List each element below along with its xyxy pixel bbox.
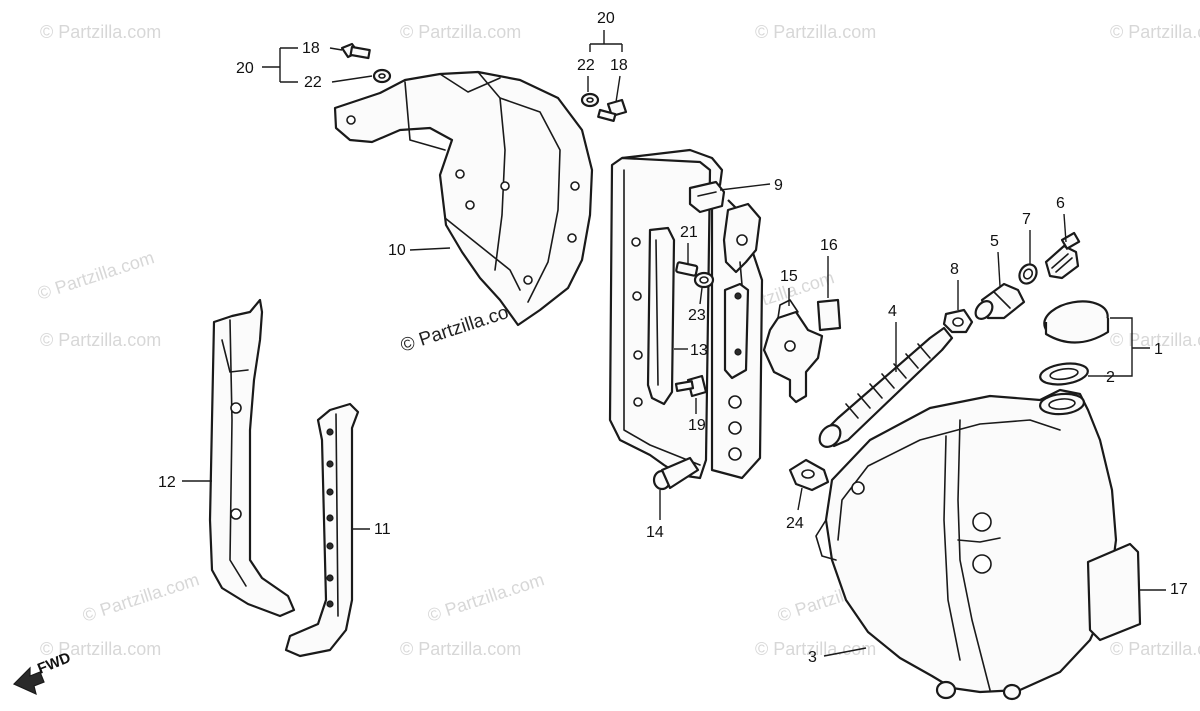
- part-9-clip: [688, 180, 726, 214]
- callout-13: 13: [690, 342, 708, 359]
- part-7-oring: [1018, 263, 1038, 285]
- watermark: © Partzilla.com: [755, 639, 876, 659]
- callout-3: 3: [808, 649, 817, 666]
- watermark: © Partzilla.com: [35, 247, 157, 304]
- part-16-gasket: [816, 298, 842, 332]
- part-2-gasket: [1039, 362, 1089, 386]
- part-10-cover: [333, 70, 594, 327]
- watermark: © Partzilla.com: [40, 22, 161, 42]
- callout-23: 23: [688, 307, 706, 324]
- callout-8: 8: [950, 261, 959, 278]
- callout-17: 17: [1170, 581, 1188, 598]
- bolt-18-left: [340, 42, 371, 60]
- part-1-cap: [1043, 300, 1110, 344]
- callout-1: 1: [1154, 341, 1163, 358]
- washer-22-top: [580, 92, 600, 108]
- bolt-18-top: [597, 98, 628, 123]
- watermark: © Partzilla.com: [1110, 639, 1200, 659]
- part-8-clip: [942, 308, 974, 334]
- callout-20: 20: [236, 60, 254, 77]
- part-13-bracket: [608, 148, 764, 491]
- callout-20: 20: [597, 10, 615, 27]
- callout-10: 10: [388, 242, 406, 259]
- callout-22: 22: [304, 74, 322, 91]
- callout-2: 2: [1106, 369, 1115, 386]
- part-4-hose: [818, 326, 954, 448]
- callout-9: 9: [774, 177, 783, 194]
- part-11-strap: [284, 402, 360, 658]
- callout-layer: 20 18 22 20 22 18 10 9 21 23 13 19 14 15: [158, 10, 1188, 666]
- callout-4: 4: [888, 303, 897, 320]
- watermark: © Partzilla.com: [400, 639, 521, 659]
- callout-7: 7: [1022, 211, 1031, 228]
- part-24-clamp: [788, 458, 830, 492]
- part-5-fitting: [974, 282, 1026, 320]
- bolt-21: [675, 261, 699, 277]
- callout-12: 12: [158, 474, 176, 491]
- callout-11: 11: [374, 521, 391, 538]
- valve-assembly: [722, 202, 762, 286]
- part-6-plug: [1044, 231, 1081, 280]
- callout-18: 18: [610, 57, 628, 74]
- watermark: © Partzilla.com: [40, 330, 161, 350]
- callout-24: 24: [786, 515, 804, 532]
- watermark: © Partzilla.com: [1110, 22, 1200, 42]
- callout-16: 16: [820, 237, 838, 254]
- watermark: © Partzilla.com: [80, 569, 202, 626]
- bolt-19: [674, 374, 708, 398]
- callout-19: 19: [688, 417, 706, 434]
- watermark: © Partzilla.com: [400, 22, 521, 42]
- callout-18: 18: [302, 40, 320, 57]
- callout-5: 5: [990, 233, 999, 250]
- watermark: © Partzilla.com: [40, 639, 161, 659]
- nut-23: [693, 271, 715, 289]
- callout-15: 15: [780, 268, 798, 285]
- callout-22: 22: [577, 57, 595, 74]
- part-15-valve: [762, 299, 824, 404]
- washer-22-left: [372, 68, 392, 84]
- callout-14: 14: [646, 524, 664, 541]
- callout-21: 21: [680, 224, 698, 241]
- watermark: © Partzilla.com: [755, 22, 876, 42]
- watermark: © Partzilla.com: [425, 569, 547, 626]
- callout-6: 6: [1056, 195, 1065, 212]
- part-12-strap: [208, 298, 296, 618]
- part-17-label: [1086, 542, 1142, 642]
